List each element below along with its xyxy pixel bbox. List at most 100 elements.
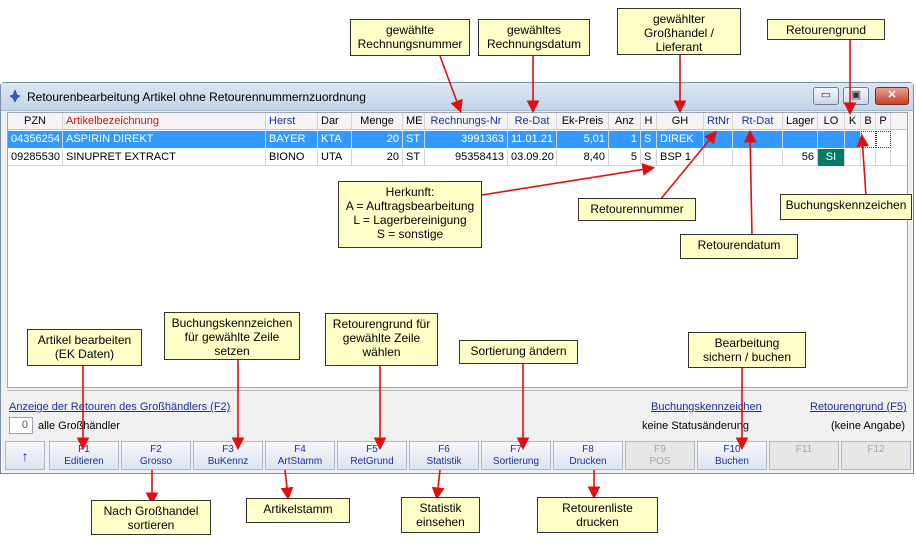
callout-line: S = sonstige	[376, 227, 444, 241]
cell-lo: SI	[818, 149, 845, 166]
wholesaler-count-field[interactable]: 0	[9, 417, 33, 434]
fkey-label: F11	[795, 444, 813, 455]
callout-line: Buchungskennzeichen	[785, 198, 907, 212]
callout-artikel-bearbeiten: Artikel bearbeiten (EK Daten)	[27, 329, 142, 366]
col-header-re-dat[interactable]: Re-Dat	[508, 113, 557, 130]
cell-ek-preis: 5,01	[557, 131, 609, 148]
col-header-menge[interactable]: Menge	[352, 113, 403, 130]
col-header-p[interactable]: P	[876, 113, 891, 130]
fkey-label: F8	[582, 444, 594, 455]
callout-herkunft: Herkunft: A = Auftragsbearbeitung L = La…	[338, 181, 482, 248]
fkey-caption: RetGrund	[350, 456, 394, 467]
callout-retourendatum: Retourendatum	[680, 234, 798, 259]
callout-grosshandel: gewählter Großhandel / Lieferant	[617, 8, 741, 55]
cell-ek-preis: 8,40	[557, 149, 609, 166]
col-header-herst[interactable]: Herst	[266, 113, 318, 130]
col-header-gh[interactable]: GH	[657, 113, 704, 130]
callout-nach-grosshandel: Nach Großhandel sortieren	[91, 500, 211, 535]
cell-me: ST	[403, 149, 425, 166]
callout-line: Statistik	[419, 501, 462, 515]
callout-rechnungsnummer: gewählte Rechnungsnummer	[350, 19, 470, 56]
booking-codes-link[interactable]: Buchungskennzeichen	[651, 401, 762, 413]
cell-re-dat: 03.09.20	[508, 149, 557, 166]
col-header-dar[interactable]: Dar	[318, 113, 352, 130]
col-header-lager[interactable]: Lager	[783, 113, 818, 130]
close-button[interactable]: ✕	[875, 87, 909, 105]
f12-button[interactable]: F12	[841, 441, 911, 470]
app-icon	[9, 89, 21, 103]
callout-line: Lieferant	[655, 40, 703, 54]
col-header-b[interactable]: B	[861, 113, 876, 130]
col-header-lo[interactable]: LO	[818, 113, 845, 130]
table-row[interactable]: 09285530 SINUPRET EXTRACT BIONO UTA 20 S…	[8, 149, 907, 166]
cell-name: ASPIRIN DIREKT	[63, 131, 266, 148]
callout-line: Retourengrund für	[332, 317, 431, 331]
cell-b	[861, 131, 876, 148]
callout-line: Artikelstamm	[263, 502, 333, 516]
callout-line: Buchungskennzeichen	[171, 316, 293, 330]
cell-rtnr	[704, 149, 733, 166]
callout-line: setzen	[214, 344, 250, 358]
callout-statistik: Statistik einsehen	[401, 497, 480, 533]
callout-retgrund-waehlen: Retourengrund für gewählte Zeile wählen	[325, 313, 438, 366]
fkey-caption: POS	[649, 456, 671, 467]
col-header-h[interactable]: H	[641, 113, 657, 130]
col-header-pzn[interactable]: PZN	[8, 113, 63, 130]
col-header-me[interactable]: ME	[403, 113, 425, 130]
fkey-caption: Sortierung	[492, 456, 540, 467]
cell-pzn: 04356254	[8, 131, 63, 148]
minimize-button[interactable]: ▭	[813, 87, 839, 105]
cell-k	[845, 131, 861, 148]
show-returns-link[interactable]: Anzeige der Retouren des Großhändlers (F…	[9, 401, 231, 413]
callout-retourengrund: Retourengrund	[767, 19, 885, 40]
callout-line: gewähltes	[506, 23, 562, 37]
col-header-anz[interactable]: Anz	[609, 113, 641, 130]
callout-line: Bearbeitung	[714, 336, 780, 350]
callout-line: Rechnungsnummer	[357, 37, 463, 51]
cell-pzn: 09285530	[8, 149, 63, 166]
col-header-artikelbezeichnung[interactable]: Artikelbezeichnung	[63, 113, 266, 130]
table-row-selected[interactable]: 04356254 ASPIRIN DIREKT BAYER KTA 20 ST …	[8, 131, 907, 148]
callout-line: Rechnungsdatum	[486, 37, 582, 51]
title-bar: Retourenbearbeitung Artikel ohne Retoure…	[1, 83, 913, 111]
callout-line: Retourendatum	[697, 238, 781, 252]
cell-lager	[783, 131, 818, 148]
fkey-label: F10	[723, 444, 741, 455]
callout-retourenliste: Retourenliste drucken	[537, 497, 658, 533]
col-header-rt-dat[interactable]: Rt-Dat	[733, 113, 783, 130]
return-reason-link[interactable]: Retourengrund (F5)	[810, 401, 907, 413]
cell-re-dat: 11.01.21	[508, 131, 557, 148]
cell-dar: UTA	[318, 149, 352, 166]
col-header-ek-preis[interactable]: Ek-Preis	[557, 113, 609, 130]
fkey-label: F5	[366, 444, 378, 455]
f11-button[interactable]: F11	[769, 441, 839, 470]
callout-line: sortieren	[127, 518, 175, 532]
cell-gh: DIREK	[657, 131, 704, 148]
col-header-rechnungs-nr[interactable]: Rechnungs-Nr	[425, 113, 508, 130]
status-change-label: keine Statusänderung	[642, 420, 750, 432]
callout-line: einsehen	[416, 515, 465, 529]
callout-line: Retourengrund	[785, 23, 867, 37]
callout-bearbeitung: Bearbeitung sichern / buchen	[688, 332, 806, 368]
callout-retourennummer: Retourennummer	[578, 198, 696, 221]
callout-line: Sortierung ändern	[470, 344, 567, 358]
cell-h: S	[641, 149, 657, 166]
col-header-k[interactable]: K	[845, 113, 861, 130]
callout-rechnungsdatum: gewähltes Rechnungsdatum	[478, 19, 590, 56]
up-arrow-button[interactable]: ↑	[5, 441, 45, 470]
maximize-button[interactable]: ▣	[843, 87, 869, 105]
cell-p	[876, 149, 891, 166]
fkey-label: F12	[867, 444, 885, 455]
col-header-rtnr[interactable]: RtNr	[704, 113, 733, 130]
callout-line: (EK Daten)	[54, 347, 115, 361]
